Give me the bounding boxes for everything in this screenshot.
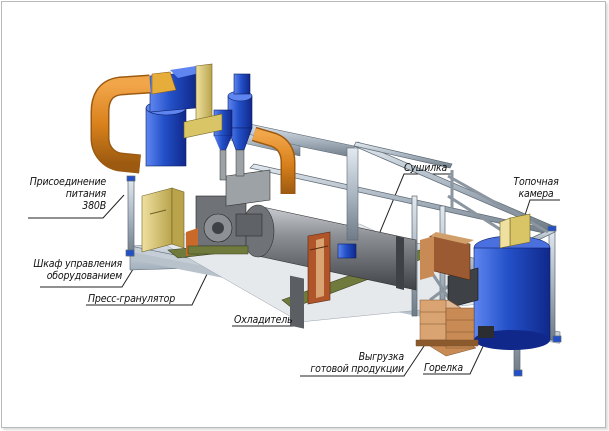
label-power-line-3: 380В — [82, 200, 106, 212]
pellet-bags-pallet — [415, 299, 479, 357]
label-furnace-chamber: Топочная камера — [504, 176, 568, 200]
label-burner: Горелка — [424, 362, 463, 374]
press-area — [141, 169, 271, 256]
label-product-unloading: Выгрузка готовой продукции — [296, 351, 404, 375]
label-cooler: Охладитель — [234, 314, 293, 326]
cooler-unit — [307, 231, 331, 305]
label-unload-line-1: Выгрузка — [358, 351, 405, 363]
label-cabinet-line-1: Шкаф управления — [33, 258, 122, 270]
label-furnace-line-1: Топочная — [513, 176, 559, 188]
leader-press — [86, 267, 211, 306]
label-pellet-press: Пресс-гранулятор — [88, 293, 176, 305]
label-cabinet-line-2: оборудованием — [46, 270, 122, 282]
leader-power — [28, 194, 125, 219]
label-furnace-line-2: камера — [518, 188, 554, 200]
leader-dryer — [379, 173, 452, 233]
label-dryer: Сушилка — [404, 162, 448, 174]
label-control-cabinet: Шкаф управления оборудованием — [22, 258, 122, 282]
orange-ducting — [90, 63, 296, 194]
label-unload-line-2: готовой продукции — [310, 363, 404, 375]
label-power-connection: Присоединение питания 380В — [28, 176, 106, 212]
label-power-line-2: питания — [65, 188, 106, 200]
feed-hopper — [420, 232, 474, 281]
leader-burner — [423, 339, 487, 375]
label-power-line-1: Присоединение — [29, 176, 106, 188]
furnace-chamber — [447, 213, 551, 350]
